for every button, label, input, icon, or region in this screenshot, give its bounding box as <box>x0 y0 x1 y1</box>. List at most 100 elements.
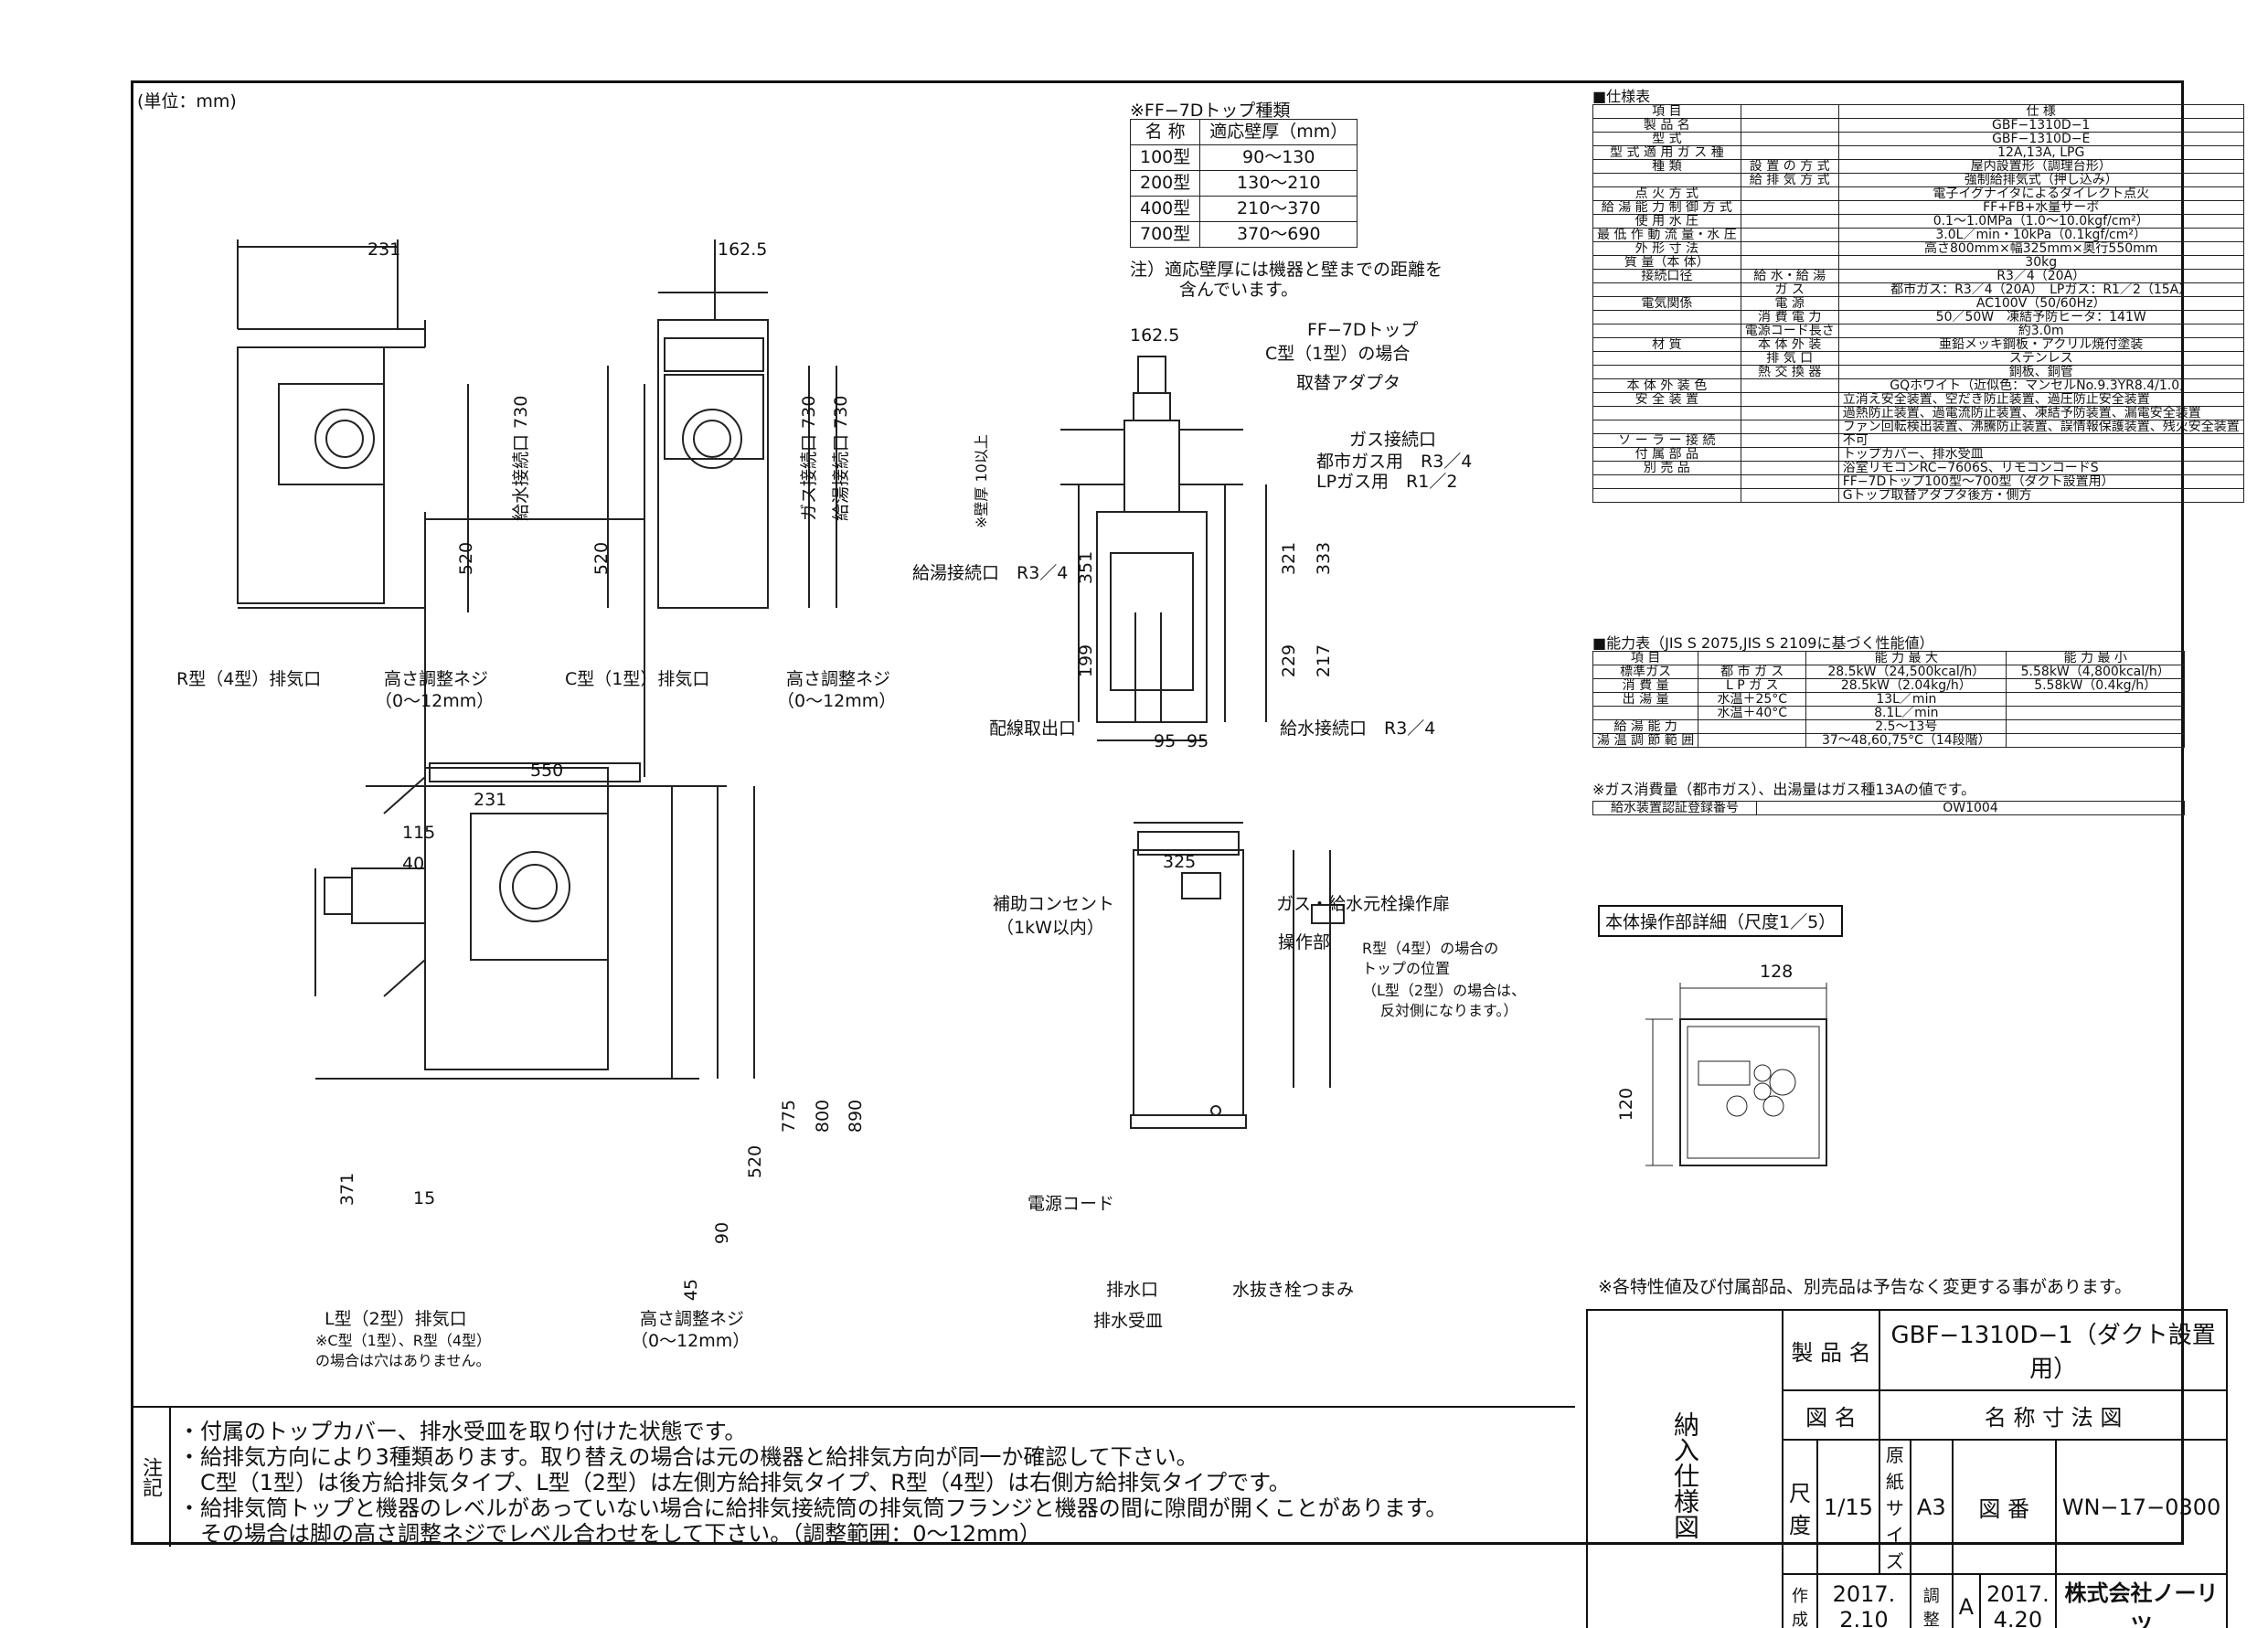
perf-cell: 標準ガス <box>1592 665 1699 679</box>
gas-lp-label: LPガス用 R1／2 <box>1316 472 1458 492</box>
spec-cell: 付 属 部 品 <box>1592 447 1741 462</box>
perf-cell: 能 力 最 大 <box>1805 651 2007 665</box>
spec-cell: 強制給排気式（押し込み） <box>1837 173 2244 187</box>
dim-550: 550 <box>530 761 564 781</box>
spec-row: 種 類設 置 の 方 式屋内設置形（調理台形） <box>1592 159 2244 174</box>
r-top-1: R型（4型）の場合の <box>1362 940 1499 957</box>
perf-cell: 水温＋25°C <box>1698 692 1807 707</box>
spec-cell <box>1740 474 1839 489</box>
drawing-label: 図 名 <box>1782 1389 1880 1441</box>
duct-view <box>1060 356 1267 741</box>
dim-95-a: 95 <box>1154 731 1177 751</box>
spec-cell <box>1592 173 1741 187</box>
perf-cell: 28.5kW（24,500kcal/h） <box>1805 665 2007 679</box>
ff7d-cell: 370〜690 <box>1199 221 1358 248</box>
perf-cell: 湯 温 調 節 範 囲 <box>1592 733 1699 748</box>
spec-cell: トップカバー、排水受皿 <box>1837 447 2244 462</box>
dim-520-front: 520 <box>591 541 612 576</box>
perf-cell: 28.5kW（2.04kg/h） <box>1805 678 2007 693</box>
c-exhaust-label: C型（1型）排気口 <box>565 669 710 689</box>
spec-cell: AC100V（50/60Hz） <box>1837 296 2244 311</box>
dim-730-hot: 給湯接続口 730 <box>831 395 851 521</box>
spec-cell: 消 費 電 力 <box>1740 310 1839 325</box>
spec-cell: 材 質 <box>1592 337 1741 352</box>
ff7d-caption: ※FF−7Dトップ種類 <box>1130 101 1291 121</box>
perf-cell: 項 目 <box>1592 651 1699 665</box>
spec-cell: 点 火 方 式 <box>1592 186 1741 201</box>
spec-cell: GBF−1310D−E <box>1837 132 2244 146</box>
perf-cell: 出 湯 量 <box>1592 692 1699 707</box>
dim-229: 229 <box>1279 644 1300 678</box>
spec-cell: 質 量（本 体） <box>1592 255 1741 270</box>
spec-cell <box>1740 433 1839 448</box>
spec-row: 安 全 装 置立消え安全装置、空だき防止装置、過圧防止安全装置 <box>1592 392 2244 407</box>
dim-800: 800 <box>813 1099 834 1133</box>
drain-knob-label: 水抜き栓つまみ <box>1232 1280 1355 1300</box>
perf-cell: 能 力 最 小 <box>2006 651 2185 665</box>
product-label: 製 品 名 <box>1782 1309 1880 1391</box>
drain-tray-label: 排水受皿 <box>1093 1311 1164 1331</box>
product-value: GBF−1310D−1（ダクト設置用） <box>1878 1309 2229 1391</box>
spec-row: 給 排 気 方 式強制給排気式（押し込み） <box>1592 173 2244 187</box>
spec-cell: 別 売 品 <box>1592 461 1741 475</box>
r-top-2: トップの位置 <box>1362 960 1451 977</box>
control-panel-drawing <box>1645 983 1827 1166</box>
spec-cell: 電 源 <box>1740 296 1839 311</box>
dim-40: 40 <box>402 854 425 874</box>
perf-cell <box>1698 719 1807 734</box>
spec-cell: 約3.0m <box>1837 324 2244 338</box>
made-date: 2017. 2.10 <box>1816 1573 1911 1628</box>
l-exhaust-note-1: ※C型（1型）、R型（4型） <box>315 1332 492 1349</box>
dim-115: 115 <box>402 823 436 843</box>
note-line: ・給排気筒トップと機器のレベルがあっていない場合に給排気接続筒の排気筒フランジと… <box>178 1495 1448 1521</box>
number-label: 図 番 <box>1951 1439 2057 1575</box>
dim-217: 217 <box>1314 644 1335 678</box>
spec-cell <box>1592 310 1741 325</box>
adjust-screw-1: 高さ調整ネジ <box>384 669 489 689</box>
spec-cell: GQホワイト（近似色：マンセルNo.9.3YR8.4/1.0） <box>1837 378 2244 393</box>
spec-cell <box>1740 461 1839 475</box>
panel-caption: 本体操作部詳細（尺度1／5） <box>1598 905 1844 937</box>
perf-cell: 5.58kW（0.4kg/h） <box>2006 678 2185 693</box>
spec-cell: 型 式 適 用 ガ ス 種 <box>1592 145 1741 160</box>
spec-caption: ■仕様表 <box>1592 88 1651 105</box>
notes-label: 注記 <box>131 1408 171 1547</box>
dim-333: 333 <box>1314 541 1335 576</box>
number-value: WN−17−0300 <box>2054 1439 2229 1575</box>
perf-cell: 13L／min <box>1805 692 2007 707</box>
spec-row: FF−7Dトップ100型〜700型（ダクト設置用） <box>1592 474 2244 489</box>
gas-conn-label: ガス接続口 <box>1349 430 1437 450</box>
spec-cell: 不可 <box>1837 433 2244 448</box>
spec-cell <box>1740 488 1839 503</box>
dim-890: 890 <box>846 1099 867 1133</box>
dim-321: 321 <box>1279 541 1300 576</box>
dim-231-bottom: 231 <box>474 790 507 810</box>
spec-cell: 項 目 <box>1592 104 1741 119</box>
spec-cell: 給 排 気 方 式 <box>1740 173 1839 187</box>
notes-section: 注記 ・付属のトップカバー、排水受皿を取り付けた状態です。 ・給排気方向により3… <box>131 1406 1575 1547</box>
perf-cell: 5.58kW（4,800kcal/h） <box>2006 665 2185 679</box>
ff-top-label: FF−7Dトップ <box>1307 320 1419 340</box>
perf-cell: 給 湯 能 力 <box>1592 719 1699 734</box>
dim-351: 351 <box>1076 550 1097 585</box>
spec-cell: GBF−1310D−1 <box>1837 118 2244 133</box>
spec-cell <box>1740 378 1839 393</box>
spec-cell <box>1740 255 1839 270</box>
wall-thickness-note: ※壁厚 10以上 <box>973 434 990 528</box>
spec-cell: 50／50W 凍結予防ヒータ：141W <box>1837 310 2244 325</box>
spec-cell <box>1740 214 1839 229</box>
title-block: 納入仕様図 製 品 名 GBF−1310D−1（ダクト設置用） 図 名 名 称 … <box>1586 1309 2229 1628</box>
spec-row: 項 目仕 様 <box>1592 104 2244 119</box>
spec-cell: 型 式 <box>1592 132 1741 146</box>
spec-cell <box>1592 406 1741 420</box>
scale-value: 1/15 <box>1816 1439 1880 1575</box>
